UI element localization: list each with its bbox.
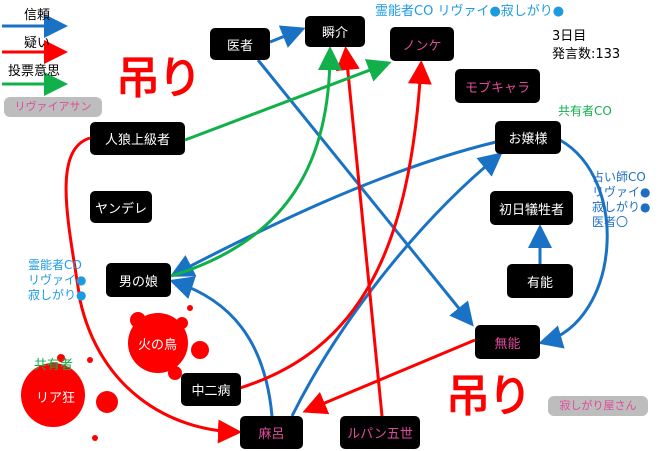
arrow-ojou-otokonoko — [169, 140, 497, 277]
seer-co: 占い師CO — [592, 170, 646, 184]
hanged-name-2: 寂しがり屋さん — [548, 396, 648, 416]
note-kyouyuu-co: 共有者CO — [558, 104, 612, 118]
post-count: 発言数:133 — [552, 47, 621, 62]
node-mob[interactable]: モブキャラ — [455, 69, 540, 103]
hanged-name-1: リヴァイアサン — [4, 97, 102, 117]
arrow-lupin-shunsuke — [335, 46, 384, 417]
arrow-jinro-nonke — [184, 59, 392, 142]
arrow-isha-munou — [256, 59, 474, 327]
note-top-medium: 霊能者CO リヴァイ●寂しがり● — [375, 4, 565, 19]
seer-result-1: リヴァイ● — [592, 185, 651, 199]
left-medium-result-1: リヴァイ● — [28, 273, 87, 287]
note-kyouyuu: 共有者 — [34, 358, 74, 373]
arrow-munou-maro — [302, 338, 476, 415]
node-shunsuke[interactable]: 瞬介 — [305, 16, 365, 47]
seer-result-3: 医者〇 — [592, 215, 629, 229]
left-medium-co: 霊能者CO — [28, 258, 82, 272]
node-yuunou[interactable]: 有能 — [507, 264, 573, 298]
day-label: 3日目 — [552, 29, 587, 44]
legend-doubt-label: 疑い — [24, 36, 51, 51]
node-ojou[interactable]: お嬢様 — [495, 121, 561, 154]
arrow-ojou-munou — [538, 138, 609, 349]
note-left-medium: 霊能者CO リヴァイ● 寂しがり● — [28, 258, 86, 303]
node-jinro[interactable]: 人狼上級者 — [90, 122, 185, 155]
node-otokonoko[interactable]: 男の娘 — [106, 263, 171, 297]
arrow-maro-otokonoko — [169, 276, 274, 417]
hanged-mark-1: 吊り — [116, 53, 202, 104]
node-munou[interactable]: 無能 — [475, 325, 540, 359]
seer-result-2: 寂しがり● — [592, 200, 651, 214]
blood-splat-riakyou — [21, 354, 118, 441]
arrow-chuuni-nonke — [239, 60, 432, 390]
arrow-otokonoko-shunsuke — [170, 46, 342, 278]
node-isha[interactable]: 医者 — [210, 28, 270, 60]
legend-vote-label: 投票意思 — [8, 64, 61, 79]
node-maro[interactable]: 麻呂 — [240, 416, 303, 449]
node-chuuni[interactable]: 中二病 — [181, 373, 241, 406]
hanged-mark-2: 吊り — [446, 371, 532, 422]
node-yandere[interactable]: ヤンデレ — [90, 191, 152, 223]
status: 3日目 発言数:133 — [552, 28, 620, 64]
node-nonke[interactable]: ノンケ — [390, 27, 454, 61]
node-shonichi[interactable]: 初日犠牲者 — [490, 191, 573, 225]
left-medium-result-2: 寂しがり● — [28, 288, 87, 302]
legend-trust-label: 信頼 — [24, 8, 51, 23]
blood-splat-hinotori — [128, 305, 209, 380]
arrow-maro-ojou — [290, 152, 503, 417]
node-lupin[interactable]: ルパン五世 — [340, 416, 420, 449]
node-riakyou[interactable]: リア狂 — [36, 391, 76, 406]
arrow-jinro-maro — [64, 136, 242, 444]
note-seer: 占い師CO リヴァイ● 寂しがり● 医者〇 — [592, 170, 650, 230]
arrow-isha-shunsuke — [269, 25, 306, 48]
node-hinotori[interactable]: 火の鳥 — [138, 338, 178, 353]
